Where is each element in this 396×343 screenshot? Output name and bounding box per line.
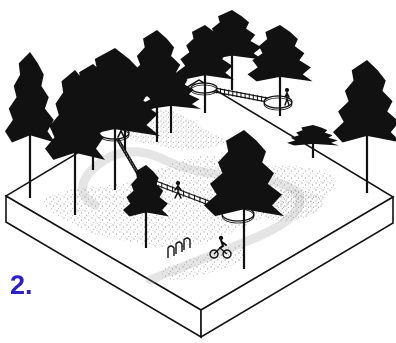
tree-icon	[248, 25, 313, 116]
panel-label: 2.	[10, 272, 33, 299]
